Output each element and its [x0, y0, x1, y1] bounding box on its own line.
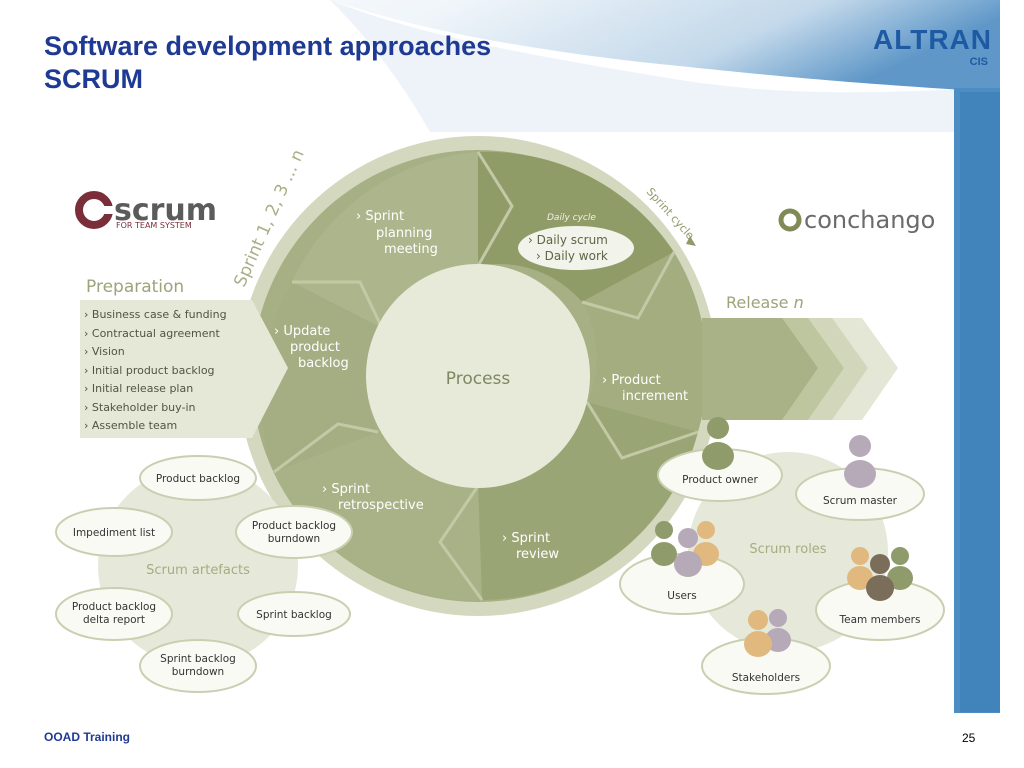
title-line-1: Software development approaches — [44, 31, 492, 61]
scrum-logo-tag: FOR TEAM SYSTEM — [116, 221, 192, 230]
sprint-cycle-arrow — [686, 236, 696, 246]
daily-item: › Daily scrum — [528, 233, 608, 247]
preparation-item: › Initial product backlog — [84, 364, 215, 377]
preparation-item: › Business case & funding — [84, 308, 227, 321]
role-stakeholders: Stakeholders — [701, 609, 831, 695]
altran-logo-sub: CIS — [969, 56, 988, 68]
artefact-line: Product backlog — [72, 601, 156, 613]
role-label: Scrum master — [823, 495, 898, 507]
artefact-line: Product backlog — [252, 520, 336, 532]
preparation-heading: Preparation — [86, 277, 184, 297]
artefact-line: Sprint backlog — [160, 653, 236, 665]
stage-line: planning — [376, 226, 432, 241]
role-label: Team members — [839, 614, 921, 626]
title-line-2: SCRUM — [44, 64, 143, 94]
artefact-backlog-burndown: Product backlog burndown — [235, 505, 353, 559]
role-users: Users — [619, 521, 745, 615]
stage-line: › Sprint — [356, 209, 404, 224]
artefact-line: Sprint backlog — [256, 609, 332, 621]
segment-retro — [274, 432, 482, 601]
release-word: Release — [726, 293, 789, 312]
page-number: 25 — [962, 731, 976, 745]
people-icon — [744, 609, 791, 657]
people-icon — [651, 521, 719, 577]
segment-planning — [292, 152, 478, 328]
stage-line: review — [516, 547, 559, 562]
roles-label: Scrum roles — [749, 542, 826, 557]
process-label: Process — [446, 369, 511, 389]
artefact-sprint-burndown: Sprint backlog burndown — [139, 639, 257, 693]
stage-line: meeting — [384, 242, 438, 257]
person-icon — [702, 417, 734, 470]
slide-title: Software development approaches SCRUM — [44, 30, 491, 96]
release-label: Release n — [726, 293, 804, 312]
daily-cycle-bubble — [518, 226, 634, 270]
stage-line: › Sprint — [502, 531, 550, 546]
stage-line: › Update — [274, 324, 330, 339]
scrum-logo-word: scrum — [114, 193, 217, 228]
artefact-line: burndown — [172, 666, 224, 678]
segment-update — [260, 282, 382, 472]
conchango-logo: conchango — [778, 206, 935, 234]
footer-label: OOAD Training — [44, 730, 131, 744]
daily-cycle-label: Daily cycle — [547, 213, 596, 223]
stage-line: increment — [622, 389, 688, 404]
conchango-logo-word: conchango — [804, 206, 935, 234]
segment-increment — [582, 252, 708, 432]
process-circle — [366, 264, 590, 488]
artefact-line: Product backlog — [156, 473, 240, 485]
scrum-logo: scrum FOR TEAM SYSTEM — [75, 191, 217, 230]
preparation-item: › Stakeholder buy-in — [84, 401, 196, 414]
role-team-members: Team members — [815, 547, 945, 641]
stage-line: backlog — [298, 356, 349, 371]
preparation-item: › Contractual agreement — [84, 327, 220, 340]
role-product-owner: Product owner — [657, 417, 783, 502]
preparation-item: › Assemble team — [84, 419, 177, 432]
preparation-arrow — [80, 300, 288, 438]
role-label: Users — [667, 590, 696, 602]
altran-logo-name: ALTRAN — [872, 24, 992, 55]
person-icon — [844, 435, 876, 488]
release-n: n — [794, 293, 804, 312]
stage-line: › Sprint — [322, 482, 370, 497]
role-scrum-master: Scrum master — [795, 435, 925, 521]
stage-line: product — [290, 340, 340, 355]
role-label: Stakeholders — [732, 672, 800, 684]
artefact-product-backlog: Product backlog — [139, 455, 257, 501]
stage-line: › Product — [602, 373, 661, 388]
artefact-impediment-list: Impediment list — [55, 507, 173, 557]
altran-logo: ALTRAN CIS — [868, 24, 992, 70]
release-chevrons — [702, 318, 898, 420]
artefact-line: burndown — [268, 533, 320, 545]
preparation-item: › Initial release plan — [84, 382, 193, 395]
artefact-delta-report: Product backlog delta report — [55, 587, 173, 641]
artefact-sprint-backlog: Sprint backlog — [237, 591, 351, 637]
artefacts-label: Scrum artefacts — [146, 563, 250, 578]
artefact-line: Impediment list — [73, 527, 155, 539]
scrum-diagram: scrum FOR TEAM SYSTEM conchango Process … — [42, 132, 954, 712]
daily-item: › Daily work — [536, 249, 608, 263]
stage-line: retrospective — [338, 498, 424, 513]
artefact-line: delta report — [83, 614, 145, 626]
people-icon — [847, 547, 913, 601]
preparation-item: › Vision — [84, 345, 125, 358]
role-label: Product owner — [682, 474, 758, 486]
